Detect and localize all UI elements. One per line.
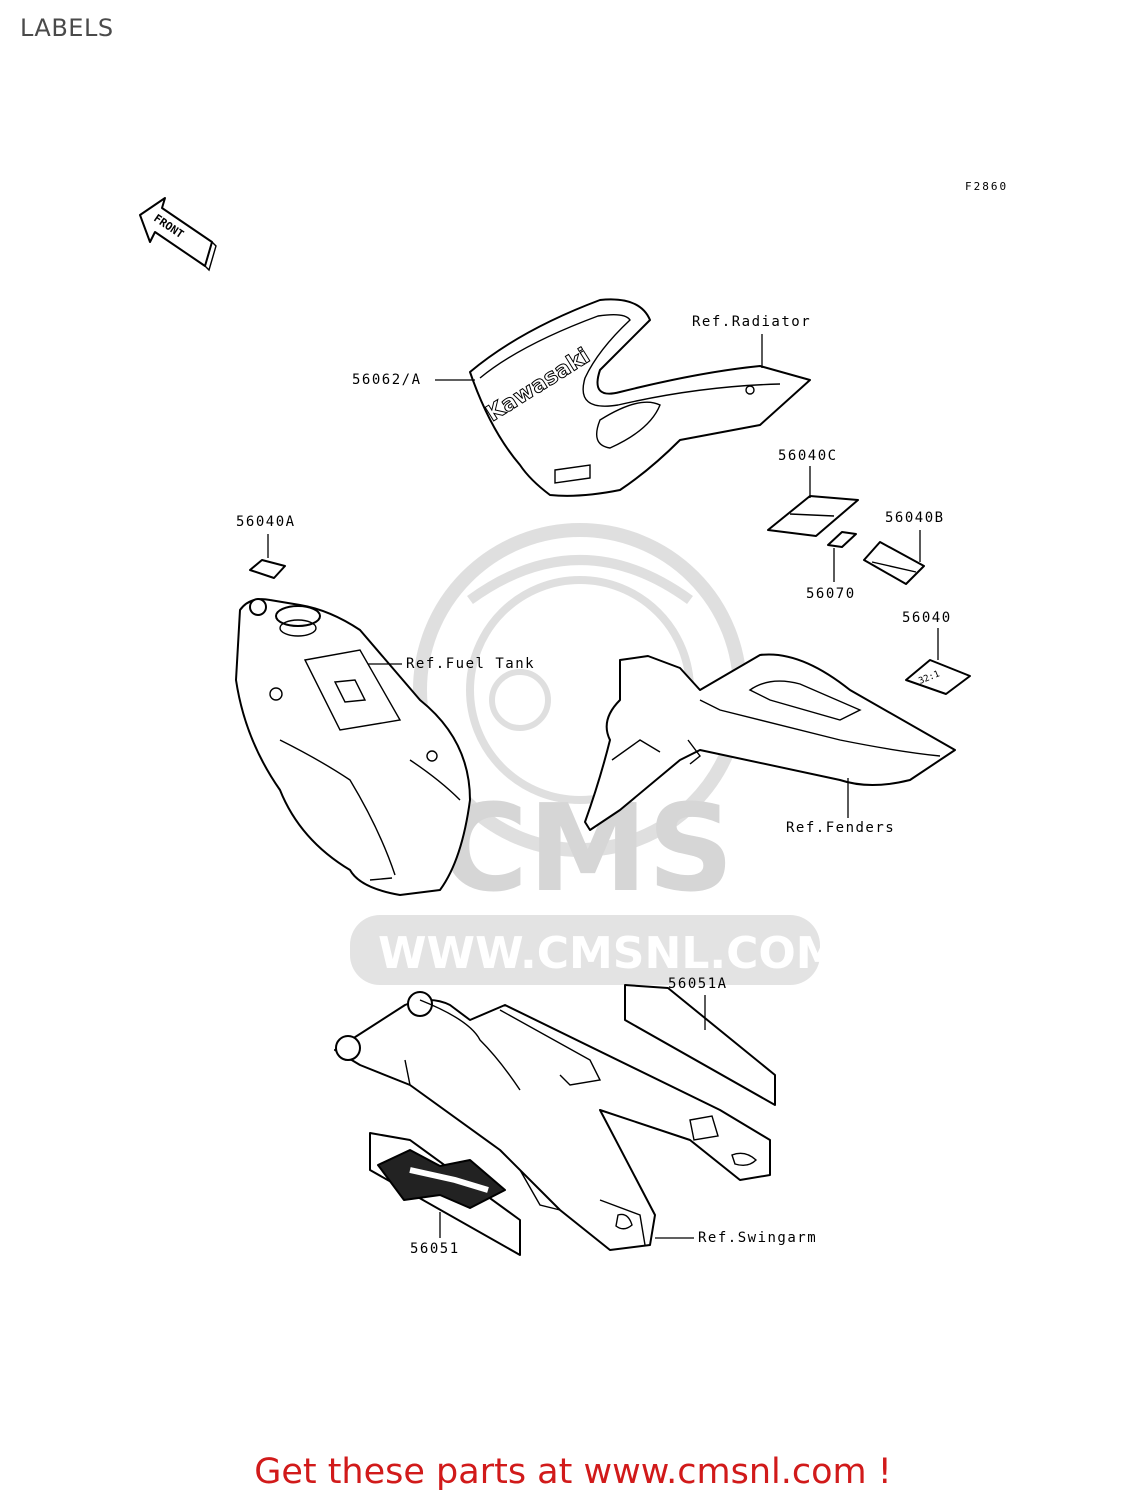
front-arrow-icon: FRONT bbox=[139, 197, 217, 272]
decal-56040b bbox=[863, 541, 925, 585]
callout-ref-fuel-tank: Ref.Fuel Tank bbox=[406, 656, 535, 672]
callout-56062a: 56062/A bbox=[352, 372, 422, 388]
figure-id: F2860 bbox=[965, 180, 1008, 193]
decal-56040c bbox=[767, 495, 859, 537]
decal-56040: 32:1 bbox=[905, 659, 971, 695]
watermark-banner bbox=[350, 915, 820, 985]
footer-link[interactable]: Get these parts at www.cmsnl.com ! bbox=[254, 1452, 892, 1492]
callout-56070: 56070 bbox=[806, 586, 856, 602]
decal-56040a bbox=[249, 559, 286, 579]
decal-56051 bbox=[369, 1132, 521, 1256]
callout-56051: 56051 bbox=[410, 1241, 460, 1257]
callout-ref-radiator: Ref.Radiator bbox=[692, 314, 811, 330]
callout-56040: 56040 bbox=[902, 610, 952, 626]
callout-ref-swingarm: Ref.Swingarm bbox=[698, 1230, 817, 1246]
callout-ref-fenders: Ref.Fenders bbox=[786, 820, 895, 836]
swingarm bbox=[334, 991, 771, 1251]
page-title: LABELS bbox=[20, 14, 114, 42]
decal-56070 bbox=[827, 531, 857, 548]
fuel-tank bbox=[235, 598, 471, 896]
watermark-url: WWW.CMSNL.COM bbox=[378, 928, 840, 979]
watermark-brand: CMS bbox=[440, 780, 734, 919]
radiator-shroud: Kawasaki bbox=[469, 298, 811, 497]
rear-fender bbox=[584, 653, 956, 831]
callout-56040c: 56040C bbox=[778, 448, 838, 464]
callout-56051a: 56051A bbox=[668, 976, 728, 992]
callout-56040b: 56040B bbox=[885, 510, 945, 526]
callout-56040a: 56040A bbox=[236, 514, 296, 530]
decal-56051a bbox=[624, 984, 776, 1106]
watermark-logo: CMS WWW.CMSNL.COM bbox=[350, 523, 840, 985]
